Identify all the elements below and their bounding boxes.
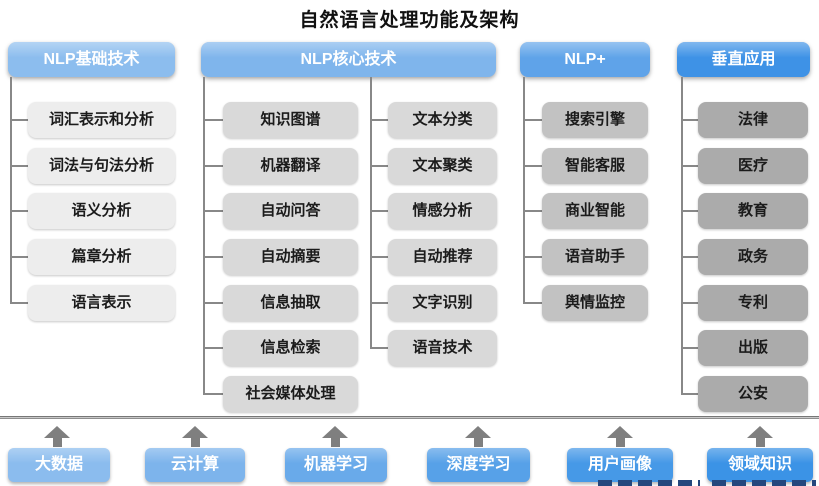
tree-node: 出版 xyxy=(698,330,808,366)
connector-tick xyxy=(681,119,698,121)
connector-tick xyxy=(681,393,698,395)
connector-tick xyxy=(370,347,388,349)
tree-node: 搜索引擎 xyxy=(542,102,648,138)
tree-node: 专利 xyxy=(698,285,808,321)
connector-spine xyxy=(370,77,372,349)
connector-spine xyxy=(203,77,205,395)
connector-tick xyxy=(523,256,542,258)
foundation-node: 机器学习 xyxy=(285,448,387,482)
tree-node: 词法与句法分析 xyxy=(28,148,175,184)
watermark-fragment xyxy=(598,480,700,486)
connector-tick xyxy=(203,393,223,395)
connector-tick xyxy=(523,165,542,167)
connector-tick xyxy=(681,302,698,304)
foundation-node: 深度学习 xyxy=(427,448,530,482)
up-arrow-icon xyxy=(607,426,633,447)
connector-tick xyxy=(10,302,28,304)
connector-spine xyxy=(10,77,12,304)
arrow-head xyxy=(182,426,208,438)
tree-node: 法律 xyxy=(698,102,808,138)
connector-tick xyxy=(10,256,28,258)
connector-tick xyxy=(681,256,698,258)
connector-tick xyxy=(681,347,698,349)
tree-node: 社会媒体处理 xyxy=(223,376,358,412)
tree-node: 信息检索 xyxy=(223,330,358,366)
connector-tick xyxy=(370,302,388,304)
column-header-nlp-plus: NLP+ xyxy=(520,42,650,77)
tree-node: 舆情监控 xyxy=(542,285,648,321)
arrow-stem xyxy=(52,438,62,447)
arrow-head xyxy=(607,426,633,438)
column-header-nlp-core: NLP核心技术 xyxy=(201,42,496,77)
page-title: 自然语言处理功能及架构 xyxy=(299,10,520,31)
connector-tick xyxy=(370,256,388,258)
connector-tick xyxy=(370,119,388,121)
tree-node: 词汇表示和分析 xyxy=(28,102,175,138)
tree-node: 语音助手 xyxy=(542,239,648,275)
tree-node: 情感分析 xyxy=(388,193,497,229)
up-arrow-icon xyxy=(44,426,70,447)
tree-node: 语义分析 xyxy=(28,193,175,229)
arrow-head xyxy=(465,426,491,438)
foundation-divider-line xyxy=(0,416,819,419)
tree-node: 语言表示 xyxy=(28,285,175,321)
arrow-stem xyxy=(330,438,340,447)
up-arrow-icon xyxy=(465,426,491,447)
connector-tick xyxy=(10,210,28,212)
connector-tick xyxy=(523,302,542,304)
tree-node: 智能客服 xyxy=(542,148,648,184)
tree-node: 自动摘要 xyxy=(223,239,358,275)
connector-tick xyxy=(203,347,223,349)
tree-node: 政务 xyxy=(698,239,808,275)
connector-tick xyxy=(203,119,223,121)
foundation-node: 大数据 xyxy=(8,448,110,482)
foundation-node: 用户画像 xyxy=(567,448,673,482)
arrow-stem xyxy=(755,438,765,447)
tree-node: 教育 xyxy=(698,193,808,229)
connector-spine xyxy=(523,77,525,304)
connector-spine xyxy=(681,77,683,395)
arrow-head xyxy=(322,426,348,438)
tree-node: 知识图谱 xyxy=(223,102,358,138)
tree-node: 自动推荐 xyxy=(388,239,497,275)
connector-tick xyxy=(681,210,698,212)
column-header-vertical-apps: 垂直应用 xyxy=(677,42,810,77)
connector-tick xyxy=(10,165,28,167)
connector-tick xyxy=(10,119,28,121)
foundation-node: 云计算 xyxy=(145,448,245,482)
arrow-stem xyxy=(190,438,200,447)
connector-tick xyxy=(203,302,223,304)
tree-node: 公安 xyxy=(698,376,808,412)
up-arrow-icon xyxy=(182,426,208,447)
tree-node: 医疗 xyxy=(698,148,808,184)
connector-tick xyxy=(203,256,223,258)
connector-tick xyxy=(523,210,542,212)
tree-node: 机器翻译 xyxy=(223,148,358,184)
tree-node: 篇章分析 xyxy=(28,239,175,275)
connector-tick xyxy=(203,210,223,212)
up-arrow-icon xyxy=(747,426,773,447)
arrow-head xyxy=(44,426,70,438)
arrow-head xyxy=(747,426,773,438)
tree-node: 文本分类 xyxy=(388,102,497,138)
tree-node: 文本聚类 xyxy=(388,148,497,184)
connector-tick xyxy=(523,119,542,121)
arrow-stem xyxy=(473,438,483,447)
connector-tick xyxy=(203,165,223,167)
watermark-fragment xyxy=(712,480,816,486)
tree-node: 信息抽取 xyxy=(223,285,358,321)
tree-node: 自动问答 xyxy=(223,193,358,229)
up-arrow-icon xyxy=(322,426,348,447)
arrow-stem xyxy=(615,438,625,447)
tree-node: 语音技术 xyxy=(388,330,497,366)
tree-node: 商业智能 xyxy=(542,193,648,229)
connector-tick xyxy=(370,210,388,212)
foundation-node: 领域知识 xyxy=(707,448,813,482)
tree-node: 文字识别 xyxy=(388,285,497,321)
connector-tick xyxy=(370,165,388,167)
column-header-nlp-basic: NLP基础技术 xyxy=(8,42,175,77)
connector-tick xyxy=(681,165,698,167)
